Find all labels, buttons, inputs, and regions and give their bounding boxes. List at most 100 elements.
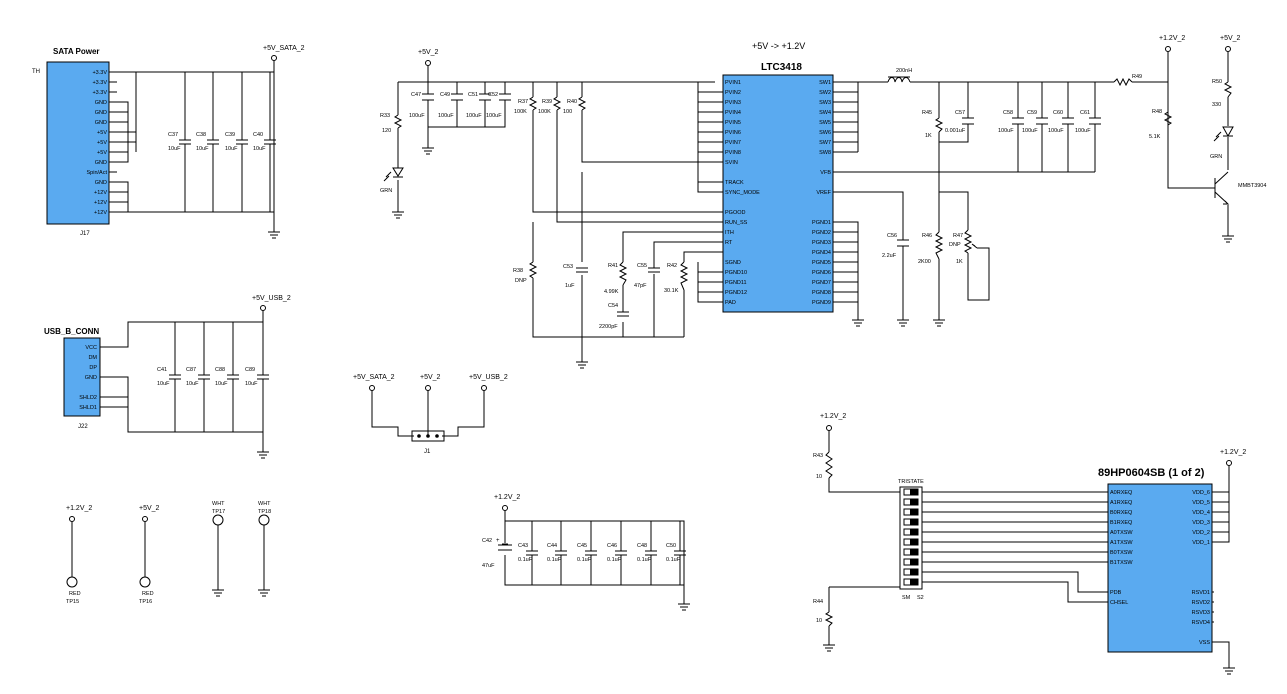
sata-pin-label: GND	[95, 120, 107, 126]
c55-val: 47pF	[634, 283, 647, 289]
dec-cap-c43	[526, 521, 538, 585]
sata-cap-c39	[236, 72, 248, 212]
usb-cap-c41	[169, 322, 181, 432]
led-rail2-label: +5V_2	[1220, 35, 1241, 42]
sata-pin-label: GND	[95, 160, 107, 166]
reg-right-pin: VFB	[820, 170, 831, 176]
tp-color: WHT	[212, 501, 225, 507]
sata-pin-label: +12V	[94, 200, 107, 206]
sata-cap-c40-val: 10uF	[253, 146, 266, 152]
jumper-rail-1: +5V_SATA_2	[353, 374, 395, 381]
r33-val: 120	[382, 128, 391, 134]
ic-right-pin: VDD_3	[1192, 520, 1210, 526]
sata-power-section: SATA Power TH +3.3V+3.3V+3.3VGNDGNDGND+5…	[32, 45, 305, 239]
sw-rail2-label: +1.2V_2	[1220, 449, 1246, 456]
reg-out-cap-c59	[1036, 117, 1048, 125]
r42-val: 30.1K	[664, 288, 679, 294]
sata-ground-icon	[268, 231, 280, 239]
reg-right-pin: PGND3	[812, 240, 831, 246]
reg-left-pin: RUN_SS	[725, 220, 748, 226]
reg-out-cap-val: 100uF	[1048, 128, 1064, 134]
switch-slider	[910, 559, 918, 565]
sata-pin-label: +3.3V	[92, 80, 107, 86]
sata-cap-c38-ref: C38	[196, 132, 206, 138]
ic-right-pin: RSVD2	[1192, 600, 1210, 606]
tp-ring-icon	[66, 576, 78, 588]
r47-val2: 1K	[956, 259, 963, 265]
ic-left-pin: PDB	[1110, 590, 1122, 596]
sata-pin-label: +3.3V	[92, 70, 107, 76]
reg-right-pin: PGND6	[812, 270, 831, 276]
usb-cap-c89-ref: C89	[245, 367, 255, 373]
jumper-rail-2: +5V_2	[420, 374, 441, 381]
sata-th-label: TH	[32, 69, 40, 75]
r46-ground-icon	[933, 319, 945, 327]
reg-left-pin: PVIN1	[725, 80, 741, 86]
sata-cap-c40	[264, 72, 276, 212]
r50-val: 330	[1212, 102, 1221, 108]
comp-network-wiring	[622, 231, 723, 337]
c57-ref: C57	[955, 110, 965, 116]
r44-ref: R44	[813, 599, 823, 605]
usb-cap-c41-val: 10uF	[157, 381, 170, 387]
usb-ground-icon	[257, 451, 269, 459]
sata-pin-label: +12V	[94, 210, 107, 216]
reg-out-cap-c61	[1089, 117, 1101, 125]
c53-cap	[576, 267, 588, 273]
r46-resistor	[934, 231, 944, 260]
sata-cap-c37	[179, 72, 191, 212]
dec-cap-c43-ref: C43	[518, 543, 528, 549]
transistor-ground-icon	[1222, 235, 1234, 243]
ic-left-pin: A0TXSW	[1110, 530, 1133, 536]
r42-ref: R42	[667, 263, 677, 269]
ic-ground-icon	[1223, 667, 1235, 675]
r45-ref: R45	[922, 110, 932, 116]
tp-rail-label: +1.2V_2	[66, 505, 92, 512]
sata-wiring	[117, 71, 275, 232]
sata-cap-c38	[207, 72, 219, 212]
tp-color: RED	[69, 591, 81, 597]
c54-ref: C54	[608, 303, 618, 309]
sata-pin-label: Spin/Act	[87, 170, 108, 176]
jumper-rail-3: +5V_USB_2	[469, 374, 508, 381]
reg-left-pin: PVIN2	[725, 90, 741, 96]
ic-right-pin: RSVD4	[1192, 620, 1210, 626]
tp-color: RED	[142, 591, 154, 597]
pullup-val: 100	[563, 109, 572, 115]
reg-right-pin: SW7	[819, 140, 831, 146]
bulk-cap-ref: C42	[482, 538, 492, 544]
switch-slider	[910, 539, 918, 545]
reg-right-pin: PGND9	[812, 300, 831, 306]
r48-val: 5.1K	[1149, 134, 1161, 140]
jumper-j1	[411, 430, 445, 442]
usb-wiring	[100, 321, 264, 452]
usb-pin-label: VCC	[85, 345, 97, 351]
usb-pin-label: DP	[89, 365, 97, 371]
c57-cap	[962, 117, 974, 125]
switch-foot1: SM	[902, 595, 911, 601]
c54-val: 2200pF	[599, 324, 618, 330]
switch-slider	[910, 549, 918, 555]
ic-right-pin: RSVD1	[1192, 590, 1210, 596]
dec-cap-c50-val: 0.1uF	[666, 557, 681, 563]
jumper-section: +5V_SATA_2 +5V_2 +5V_USB_2 J1	[353, 374, 508, 455]
usb-cap-c88	[227, 322, 239, 432]
bulk-cap-val: 47uF	[482, 563, 495, 569]
ic-right-pin: VDD_4	[1192, 510, 1210, 516]
reg-left-pin: PGND12	[725, 290, 747, 296]
usb-cap-c89-val: 10uF	[245, 381, 258, 387]
tp-ref: TP15	[66, 599, 79, 605]
dec-cap-c45	[585, 521, 597, 585]
jumper-ref: J1	[424, 449, 431, 455]
led-driver-section: +1.2V_2 +5V_2 R48 5.1K R50 330 GRN MMBT3…	[1149, 35, 1266, 243]
ic-left-pin: B0TXSW	[1110, 550, 1133, 556]
ic-left-pin: B1RXEQ	[1110, 520, 1133, 526]
reg-left-pin: PVIN4	[725, 110, 741, 116]
reg-right-pin: PGND5	[812, 260, 831, 266]
pullup-r37	[528, 96, 538, 111]
r47-val: DNP	[949, 242, 961, 248]
bulk-cap-symbol	[498, 543, 512, 551]
ic-left-pin: B1TXSW	[1110, 560, 1133, 566]
